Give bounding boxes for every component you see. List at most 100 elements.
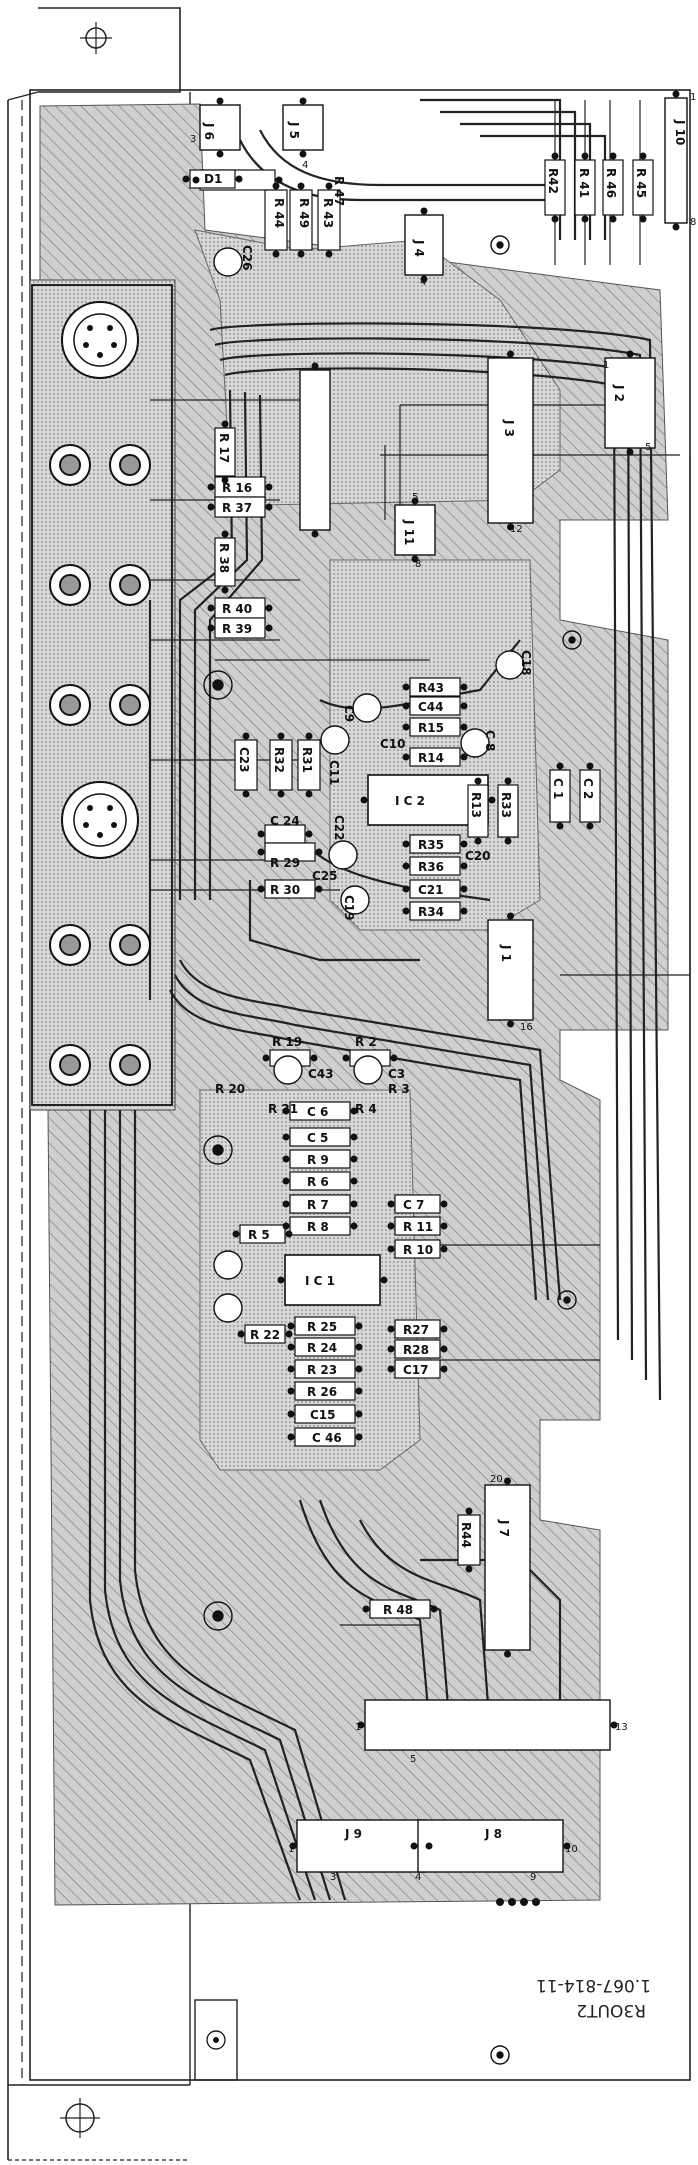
solder-pad — [387, 1365, 395, 1373]
label-c1: C 1 — [551, 778, 565, 799]
solder-pad — [551, 215, 559, 223]
label-c43: C43 — [308, 1067, 334, 1081]
solder-pad — [355, 1365, 363, 1373]
solder-pad — [460, 702, 468, 710]
solder-pad — [402, 723, 410, 731]
solder-pad — [257, 830, 265, 838]
solder-pad — [581, 152, 589, 160]
solder-pad — [474, 777, 482, 785]
solder-pad — [465, 1565, 473, 1573]
solder-pad — [311, 362, 319, 370]
solder-pad — [282, 1200, 290, 1208]
label-j11: J 11 — [402, 519, 416, 545]
solder-pad — [581, 215, 589, 223]
board-code-line1: R3OUT2 — [576, 2000, 646, 2020]
solder-pad — [410, 1842, 418, 1850]
solder-pad — [425, 1842, 433, 1850]
label-j6: J 6 — [202, 122, 216, 140]
label-r45: R 45 — [634, 168, 648, 198]
pin-j10-8: 8 — [690, 217, 696, 228]
solder-pad — [325, 250, 333, 258]
label-ic1: I C 1 — [305, 1274, 335, 1288]
solder-pad — [257, 885, 265, 893]
solder-pad — [672, 223, 680, 231]
solder-pad — [440, 1325, 448, 1333]
solder-pad — [551, 152, 559, 160]
label-r9: R 9 — [307, 1153, 329, 1167]
label-ic2: I C 2 — [395, 794, 425, 808]
label-r36: R36 — [418, 860, 444, 874]
solder-pad — [207, 483, 215, 491]
pin-j2-5: 5 — [645, 442, 651, 453]
pin-number-labels: 3 4 1 8 4 1 5 12 5 8 16 20 1 13 1 3 4 9 … — [190, 92, 696, 1883]
solder-pad — [282, 1155, 290, 1163]
solder-pad — [265, 624, 273, 632]
solder-pad — [639, 152, 647, 160]
solder-pad — [277, 732, 285, 740]
label-r46: R 46 — [604, 168, 618, 198]
solder-pad — [350, 1222, 358, 1230]
label-j7: J 7 — [497, 1519, 511, 1537]
solder-pad — [387, 1345, 395, 1353]
solder-pad — [507, 350, 514, 358]
solder-pad — [626, 448, 634, 456]
solder-pad — [586, 762, 594, 770]
pin-j7-20: 20 — [490, 1474, 503, 1485]
label-r30: R 30 — [270, 883, 300, 897]
label-j3: J 3 — [502, 419, 516, 437]
solder-pad — [315, 848, 323, 856]
solder-pad — [310, 1054, 318, 1062]
solder-pad — [282, 1107, 290, 1115]
solder-pad — [216, 150, 224, 158]
solder-pad — [285, 1330, 293, 1338]
solder-pad — [626, 350, 634, 358]
label-r43b: R43 — [418, 681, 444, 695]
solder-pad — [315, 885, 323, 893]
top-mounting-tab — [38, 7, 181, 93]
solder-pad — [350, 1133, 358, 1141]
pin-j9-4: 4 — [415, 1872, 421, 1883]
label-r34: R34 — [418, 905, 444, 919]
label-c7: C 7 — [403, 1198, 424, 1212]
solder-pad — [402, 885, 410, 893]
label-r33: R33 — [499, 792, 513, 818]
label-c20: C20 — [465, 849, 491, 863]
label-j8: J 8 — [484, 1827, 502, 1841]
label-r31: R31 — [300, 747, 314, 773]
solder-pad — [355, 1410, 363, 1418]
solder-pad — [350, 1155, 358, 1163]
pin-j8-10: 10 — [565, 1844, 578, 1855]
label-c22: C22 — [332, 815, 346, 841]
label-j1: J 1 — [499, 944, 513, 962]
label-r27: R27 — [403, 1323, 429, 1337]
solder-pad — [272, 250, 280, 258]
solder-pad — [305, 790, 313, 798]
label-c9: C9 — [342, 705, 356, 722]
solder-pad — [402, 753, 410, 761]
label-r38: R 38 — [217, 543, 231, 573]
solder-pad — [232, 1230, 240, 1238]
solder-pad — [440, 1345, 448, 1353]
label-r43: R 43 — [321, 198, 335, 228]
solder-pad — [460, 753, 468, 761]
solder-pad — [586, 822, 594, 830]
solder-pad — [242, 732, 250, 740]
solder-pad — [465, 1507, 473, 1515]
solder-pad — [440, 1365, 448, 1373]
solder-pad — [285, 1230, 293, 1238]
solder-pad — [282, 1222, 290, 1230]
solder-pad — [355, 1433, 363, 1441]
solder-pad — [460, 885, 468, 893]
solder-pad — [325, 182, 333, 190]
label-c2: C 2 — [581, 778, 595, 799]
din-connector-mid — [61, 781, 139, 859]
solder-pad — [265, 503, 273, 511]
label-r40: R 40 — [222, 602, 252, 616]
label-c15: C15 — [310, 1408, 336, 1422]
solder-pad — [504, 837, 512, 845]
label-r20: R 20 — [215, 1082, 245, 1096]
solder-pad — [460, 723, 468, 731]
solder-pad — [355, 1343, 363, 1351]
bottom-pads — [496, 1898, 540, 1906]
solder-pad — [221, 476, 229, 484]
